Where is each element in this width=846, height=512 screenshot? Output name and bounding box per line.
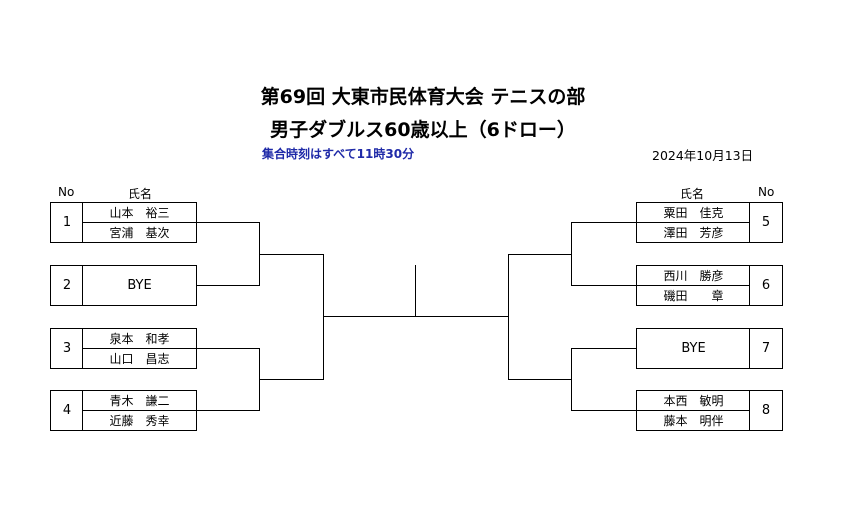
header-no-left: No	[58, 185, 75, 199]
bracket-line	[197, 410, 260, 412]
entry-bye-7: BYE	[636, 328, 751, 369]
player-name: 宮浦 基次	[83, 222, 196, 242]
bracket-line	[323, 316, 417, 318]
player-name: 青木 謙二	[109, 394, 170, 408]
entry-pair-5: 粟田 佳克 澤田 芳彦	[636, 202, 751, 243]
entry-pair-1: 山本 裕三 宮浦 基次	[82, 202, 197, 243]
bracket-line	[508, 379, 572, 381]
player-name: 本西 敏明	[663, 394, 724, 408]
bracket-line	[571, 222, 573, 286]
entry-pair-3: 泉本 和孝 山口 昌志	[82, 328, 197, 369]
player-name: 粟田 佳克	[663, 206, 724, 220]
bracket-line	[571, 410, 636, 412]
player-name: 西川 勝彦	[663, 269, 724, 283]
meeting-time-note: 集合時刻はすべて11時30分	[262, 147, 415, 161]
entry-no-7: 7	[749, 328, 783, 369]
player-name: 磯田 章	[637, 285, 750, 305]
player-name: 近藤 秀幸	[83, 410, 196, 430]
bracket-line	[571, 348, 573, 411]
header-name-right: 氏名	[680, 187, 705, 201]
bracket-line	[508, 254, 510, 380]
bracket-line	[259, 379, 324, 381]
entry-pair-4: 青木 謙二 近藤 秀幸	[82, 390, 197, 431]
header-no-right: No	[758, 185, 775, 199]
entry-no-2: 2	[50, 265, 84, 306]
header-name-left: 氏名	[128, 187, 153, 201]
bracket-line	[571, 222, 636, 224]
entry-no-8: 8	[749, 390, 783, 431]
bracket-line	[571, 285, 636, 287]
entry-no-1: 1	[50, 202, 84, 243]
entry-no-5: 5	[749, 202, 783, 243]
bracket-line	[197, 348, 260, 350]
player-name: 藤本 明伴	[637, 410, 750, 430]
bracket-line	[197, 222, 260, 224]
entry-no-6: 6	[749, 265, 783, 306]
entry-pair-6: 西川 勝彦 磯田 章	[636, 265, 751, 306]
entry-bye-2: BYE	[82, 265, 197, 306]
player-name: 山本 裕三	[109, 206, 170, 220]
entry-pair-8: 本西 敏明 藤本 明伴	[636, 390, 751, 431]
event-date: 2024年10月13日	[652, 148, 754, 163]
bracket-line	[197, 285, 260, 287]
entry-no-3: 3	[50, 328, 84, 369]
player-name: 山口 昌志	[83, 348, 196, 368]
bracket-line	[259, 254, 324, 256]
bracket-line	[508, 254, 572, 256]
player-name: 泉本 和孝	[109, 332, 170, 346]
event-subtitle: 男子ダブルス60歳以上（6ドロー）	[270, 119, 576, 141]
tournament-title: 第69回 大東市民体育大会 テニスの部	[260, 86, 586, 108]
final-line	[415, 265, 417, 317]
bracket-line	[416, 316, 509, 318]
player-name: 澤田 芳彦	[637, 222, 750, 242]
bracket-line	[571, 348, 636, 350]
entry-no-4: 4	[50, 390, 84, 431]
